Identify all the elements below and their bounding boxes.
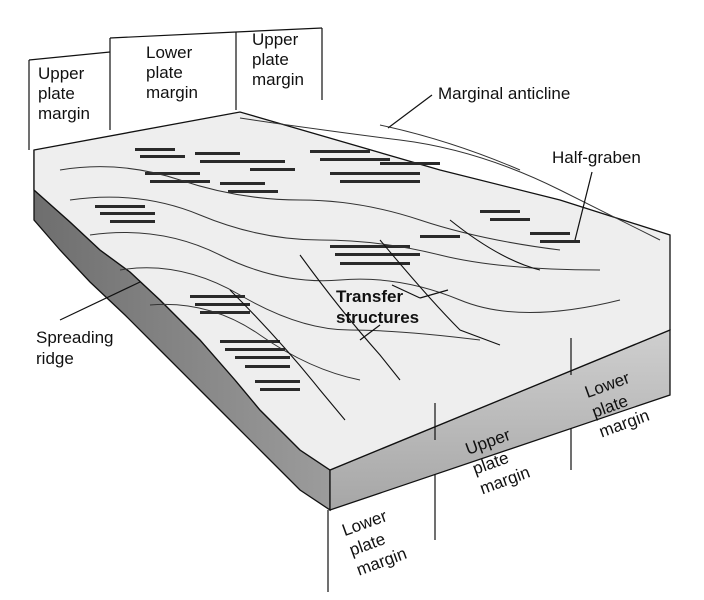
label-top-right-line-3: margin [252,70,304,89]
label-transfer-structures: Transfer structures [336,287,419,327]
label-top-mid-line-3: margin [146,83,198,102]
label-top-right-line-2: plate [252,50,289,69]
label-spreading-line-2: ridge [36,349,74,368]
label-top-left-line-2: plate [38,84,75,103]
leader-lines [59,94,593,341]
surface-contours [59,117,661,381]
label-spreading-line-1: Spreading [36,328,114,347]
label-transfer-line-1: Transfer [336,287,403,306]
front-face-dividers [434,338,572,440]
label-half-graben: Half-graben [552,148,641,167]
label-top-right: Upper plate margin [252,30,304,89]
label-spreading-ridge: Spreading ridge [36,328,114,368]
label-top-mid: Lower plate margin [146,43,198,102]
label-marginal-anticline: Marginal anticline [438,84,570,103]
fault-scarp-bands [95,148,580,391]
label-top-mid-line-1: Lower [146,43,193,62]
label-top-right-line-1: Upper [252,30,299,49]
label-top-left: Upper plate margin [38,64,90,123]
transfer-structure-lines [229,219,541,421]
block-top-surface [33,111,671,471]
label-front-left: Lower plate margin [340,506,410,579]
label-top-mid-line-2: plate [146,63,183,82]
label-transfer-line-2: structures [336,308,419,327]
label-top-left-line-3: margin [38,104,90,123]
label-top-left-line-1: Upper [38,64,85,83]
label-front-right: Lower plate margin [582,368,652,441]
